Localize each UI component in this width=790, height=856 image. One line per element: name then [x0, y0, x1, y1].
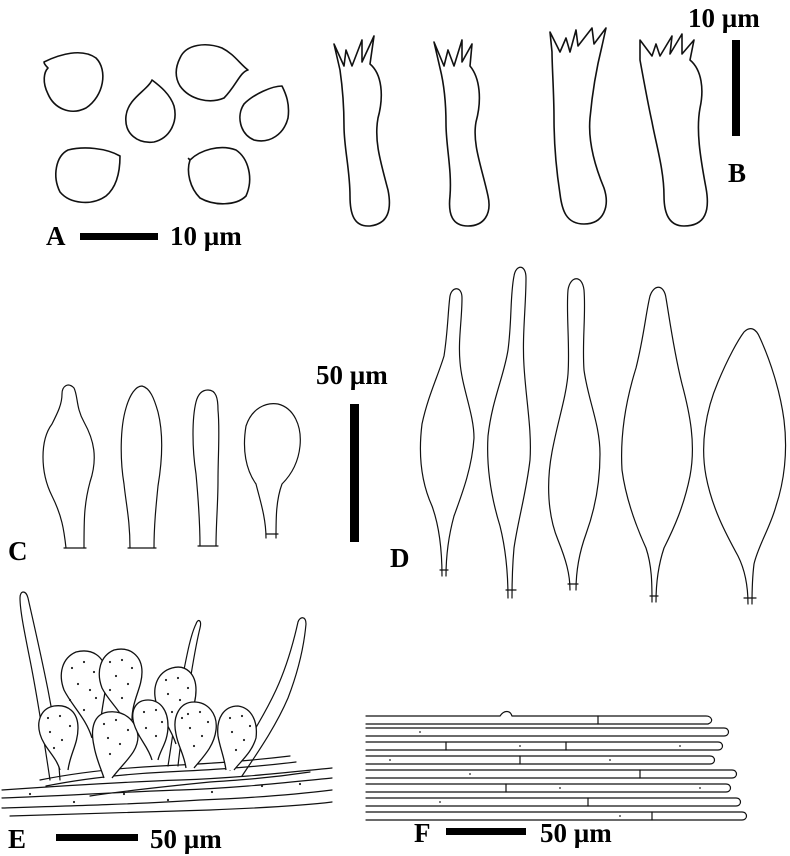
scale-bar-cd	[350, 404, 359, 542]
terminal-cell	[91, 711, 139, 779]
spore	[43, 51, 104, 112]
basidium	[549, 27, 608, 225]
scale-text-e: 50 µm	[150, 824, 222, 854]
cystidium	[703, 328, 787, 605]
hypha	[1, 767, 333, 791]
hypha	[365, 811, 748, 821]
hypha	[365, 783, 732, 793]
hypha	[365, 727, 730, 737]
hyphal-tip	[19, 591, 61, 781]
spore	[187, 146, 251, 205]
cystidium	[192, 389, 220, 547]
cystidium	[120, 385, 163, 549]
panel-label-a: A	[46, 221, 66, 251]
scale-bar-a	[80, 233, 158, 240]
terminal-cell	[132, 699, 169, 761]
scale-text-f: 50 µm	[540, 818, 612, 848]
cystidium	[487, 266, 531, 599]
cystidium	[419, 288, 475, 577]
spore	[175, 44, 249, 102]
hypha	[365, 797, 742, 807]
panel-b: 10 µm B	[333, 3, 760, 227]
hypha	[39, 755, 291, 781]
hyphal-tip	[229, 617, 307, 777]
scale-bar-f	[446, 828, 526, 835]
cystidium	[243, 403, 301, 539]
hypha	[365, 710, 713, 725]
panel-label-e: E	[8, 824, 26, 854]
scale-group-cd: 50 µm	[316, 360, 388, 542]
hypha	[9, 801, 333, 817]
panel-c: C	[8, 384, 301, 566]
basidium	[333, 35, 391, 227]
panel-label-d: D	[390, 543, 410, 573]
spore	[55, 147, 121, 204]
hypha	[365, 769, 738, 779]
stipple-pattern	[28, 658, 302, 804]
panel-f: F 50 µm	[365, 710, 748, 848]
cystidium	[42, 384, 95, 549]
hypha	[365, 741, 724, 751]
panel-a: A 10 µm	[43, 44, 290, 251]
spore	[239, 85, 290, 142]
stipple-pattern	[389, 731, 701, 817]
panel-label-b: B	[728, 158, 746, 188]
spore	[125, 79, 176, 143]
cystidium	[621, 286, 694, 603]
panel-e: E 50 µm	[1, 591, 333, 854]
terminal-cell	[98, 648, 143, 721]
panel-label-f: F	[414, 818, 431, 848]
scale-bar-e	[56, 834, 138, 841]
hypha	[45, 761, 297, 787]
panel-label-c: C	[8, 536, 28, 566]
hypha	[89, 771, 311, 797]
scale-text-b: 10 µm	[688, 3, 760, 33]
scale-text-a: 10 µm	[170, 221, 242, 251]
terminal-cell	[217, 705, 258, 771]
hypha	[365, 755, 716, 765]
terminal-cell	[38, 705, 79, 771]
basidium	[639, 33, 709, 227]
scale-text-cd: 50 µm	[316, 360, 388, 390]
hypha	[1, 789, 333, 809]
panel-d: D	[390, 266, 787, 605]
scale-bar-b	[732, 40, 740, 136]
hypha	[1, 777, 333, 799]
terminal-cell	[174, 701, 217, 769]
cystidium	[548, 278, 601, 591]
basidium	[433, 39, 490, 227]
